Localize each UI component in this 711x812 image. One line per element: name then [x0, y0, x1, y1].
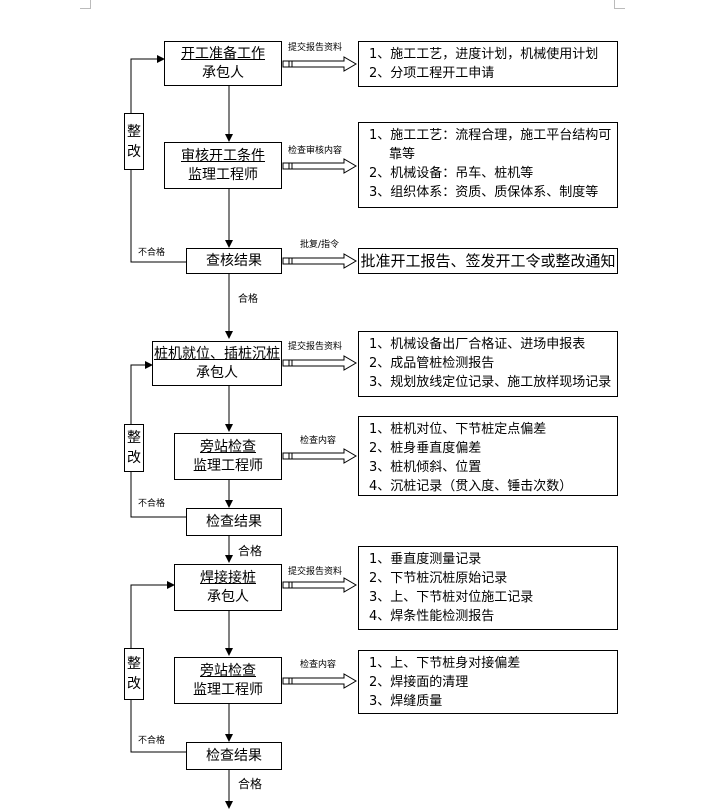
rectify-box: 整 改: [124, 424, 144, 472]
hollow-arrow: [282, 158, 357, 174]
step-title: 桩机就位、插桩沉桩: [154, 345, 280, 362]
edge-label: 提交报告资料: [288, 342, 343, 352]
list-item: 1、上、下节桩身对接偏差: [369, 656, 521, 671]
step-title: 审核开工条件: [181, 147, 265, 164]
step-check-result: 检查结果: [186, 742, 282, 770]
step-title: 开工准备工作: [181, 45, 265, 62]
step-onsite-inspection: 旁站检查 监理工程师: [174, 657, 282, 704]
fail-label: 不合格: [138, 248, 166, 258]
step-onsite-inspection: 旁站检查 监理工程师: [174, 433, 282, 480]
step-title: 检查结果: [206, 513, 262, 530]
list-item: 2、成品管桩检测报告: [369, 356, 495, 371]
step-title: 焊接接桩: [200, 569, 256, 586]
list-item: 2、分项工程开工申请: [369, 66, 495, 81]
hollow-arrow: [282, 56, 357, 72]
info-box-inspection-items: 1、上、下节桩身对接偏差 2、焊接面的清理 3、焊缝质量: [358, 650, 618, 714]
list-item: 3、规划放线定位记录、施工放样现场记录: [369, 375, 612, 390]
hollow-arrow: [282, 355, 357, 371]
step-weld-splicing: 焊接接桩 承包人: [174, 564, 282, 611]
edge-label: 批复/指令: [300, 240, 340, 250]
step-title: 旁站检查: [200, 662, 256, 679]
list-item: 2、下节桩沉桩原始记录: [369, 571, 508, 586]
decision-text: 批准开工报告、签发开工令或整改通知: [360, 251, 616, 270]
step-role: 监理工程师: [193, 681, 263, 698]
decision-box: 批准开工报告、签发开工令或整改通知: [358, 248, 618, 274]
edge-label: 提交报告资料: [288, 567, 343, 577]
list-item: 3、上、下节桩对位施工记录: [369, 590, 534, 605]
list-item: 1、机械设备出厂合格证、进场申报表: [369, 337, 586, 352]
step-role: 监理工程师: [188, 166, 258, 183]
edge-label: 提交报告资料: [288, 43, 343, 53]
rectify-box: 整 改: [124, 648, 144, 700]
edge-label: 检查审核内容: [288, 146, 343, 156]
info-box-review-items: 1、施工工艺：流程合理，施工平台结构可 靠等 2、机械设备：吊车、桩机等 3、组…: [358, 122, 618, 208]
page-corner-mark-left: [80, 0, 91, 9]
pass-label: 合格: [238, 544, 263, 558]
list-item: 4、沉桩记录（贯入度、锤击次数）: [369, 479, 573, 494]
fail-label: 不合格: [138, 736, 166, 746]
hollow-arrow: [282, 253, 357, 269]
step-check-result: 检查结果: [186, 508, 282, 536]
step-title: 旁站检查: [200, 438, 256, 455]
edge-label: 检查内容: [300, 660, 337, 670]
list-item: 2、桩身垂直度偏差: [369, 441, 482, 456]
list-item: 1、施工工艺：流程合理，施工平台结构可: [369, 128, 612, 143]
step-check-result: 查核结果: [186, 248, 282, 274]
info-box-submit-docs: 1、施工工艺，进度计划，机械使用计划 2、分项工程开工申请: [358, 41, 618, 87]
rectify-box: 整 改: [124, 113, 144, 170]
list-item: 3、焊缝质量: [369, 694, 443, 709]
step-title: 查核结果: [206, 252, 262, 269]
step-start-preparation: 开工准备工作 承包人: [164, 41, 282, 86]
pass-label: 合格: [238, 294, 258, 305]
step-review-conditions: 审核开工条件 监理工程师: [164, 142, 282, 189]
step-role: 监理工程师: [193, 457, 263, 474]
info-box-inspection-items: 1、桩机对位、下节桩定点偏差 2、桩身垂直度偏差 3、桩机倾斜、位置 4、沉桩记…: [358, 416, 618, 496]
step-pile-positioning: 桩机就位、插桩沉桩 承包人: [152, 341, 282, 386]
step-role: 承包人: [207, 588, 249, 605]
info-box-submit-docs: 1、垂直度测量记录 2、下节桩沉桩原始记录 3、上、下节桩对位施工记录 4、焊条…: [358, 546, 618, 630]
list-item: 1、垂直度测量记录: [369, 552, 482, 567]
list-item: 3、桩机倾斜、位置: [369, 460, 482, 475]
hollow-arrow: [282, 448, 357, 464]
step-title: 检查结果: [206, 747, 262, 764]
pass-label: 合格: [238, 777, 263, 791]
hollow-arrow: [282, 577, 357, 593]
list-item: 4、焊条性能检测报告: [369, 609, 495, 624]
hollow-arrow: [282, 673, 357, 689]
edge-label: 检查内容: [300, 436, 337, 446]
info-box-submit-docs: 1、机械设备出厂合格证、进场申报表 2、成品管桩检测报告 3、规划放线定位记录、…: [358, 331, 618, 397]
page-corner-mark-right: [614, 0, 625, 9]
step-role: 承包人: [202, 64, 244, 81]
list-item: 3、组织体系：资质、质保体系、制度等: [369, 185, 599, 200]
step-role: 承包人: [196, 364, 238, 381]
list-item: 2、机械设备：吊车、桩机等: [369, 166, 534, 181]
list-item: 2、焊接面的清理: [369, 675, 469, 690]
list-item: 1、施工工艺，进度计划，机械使用计划: [369, 47, 599, 62]
list-item: 1、桩机对位、下节桩定点偏差: [369, 422, 547, 437]
fail-label: 不合格: [138, 499, 166, 509]
list-item: 靠等: [389, 147, 416, 162]
